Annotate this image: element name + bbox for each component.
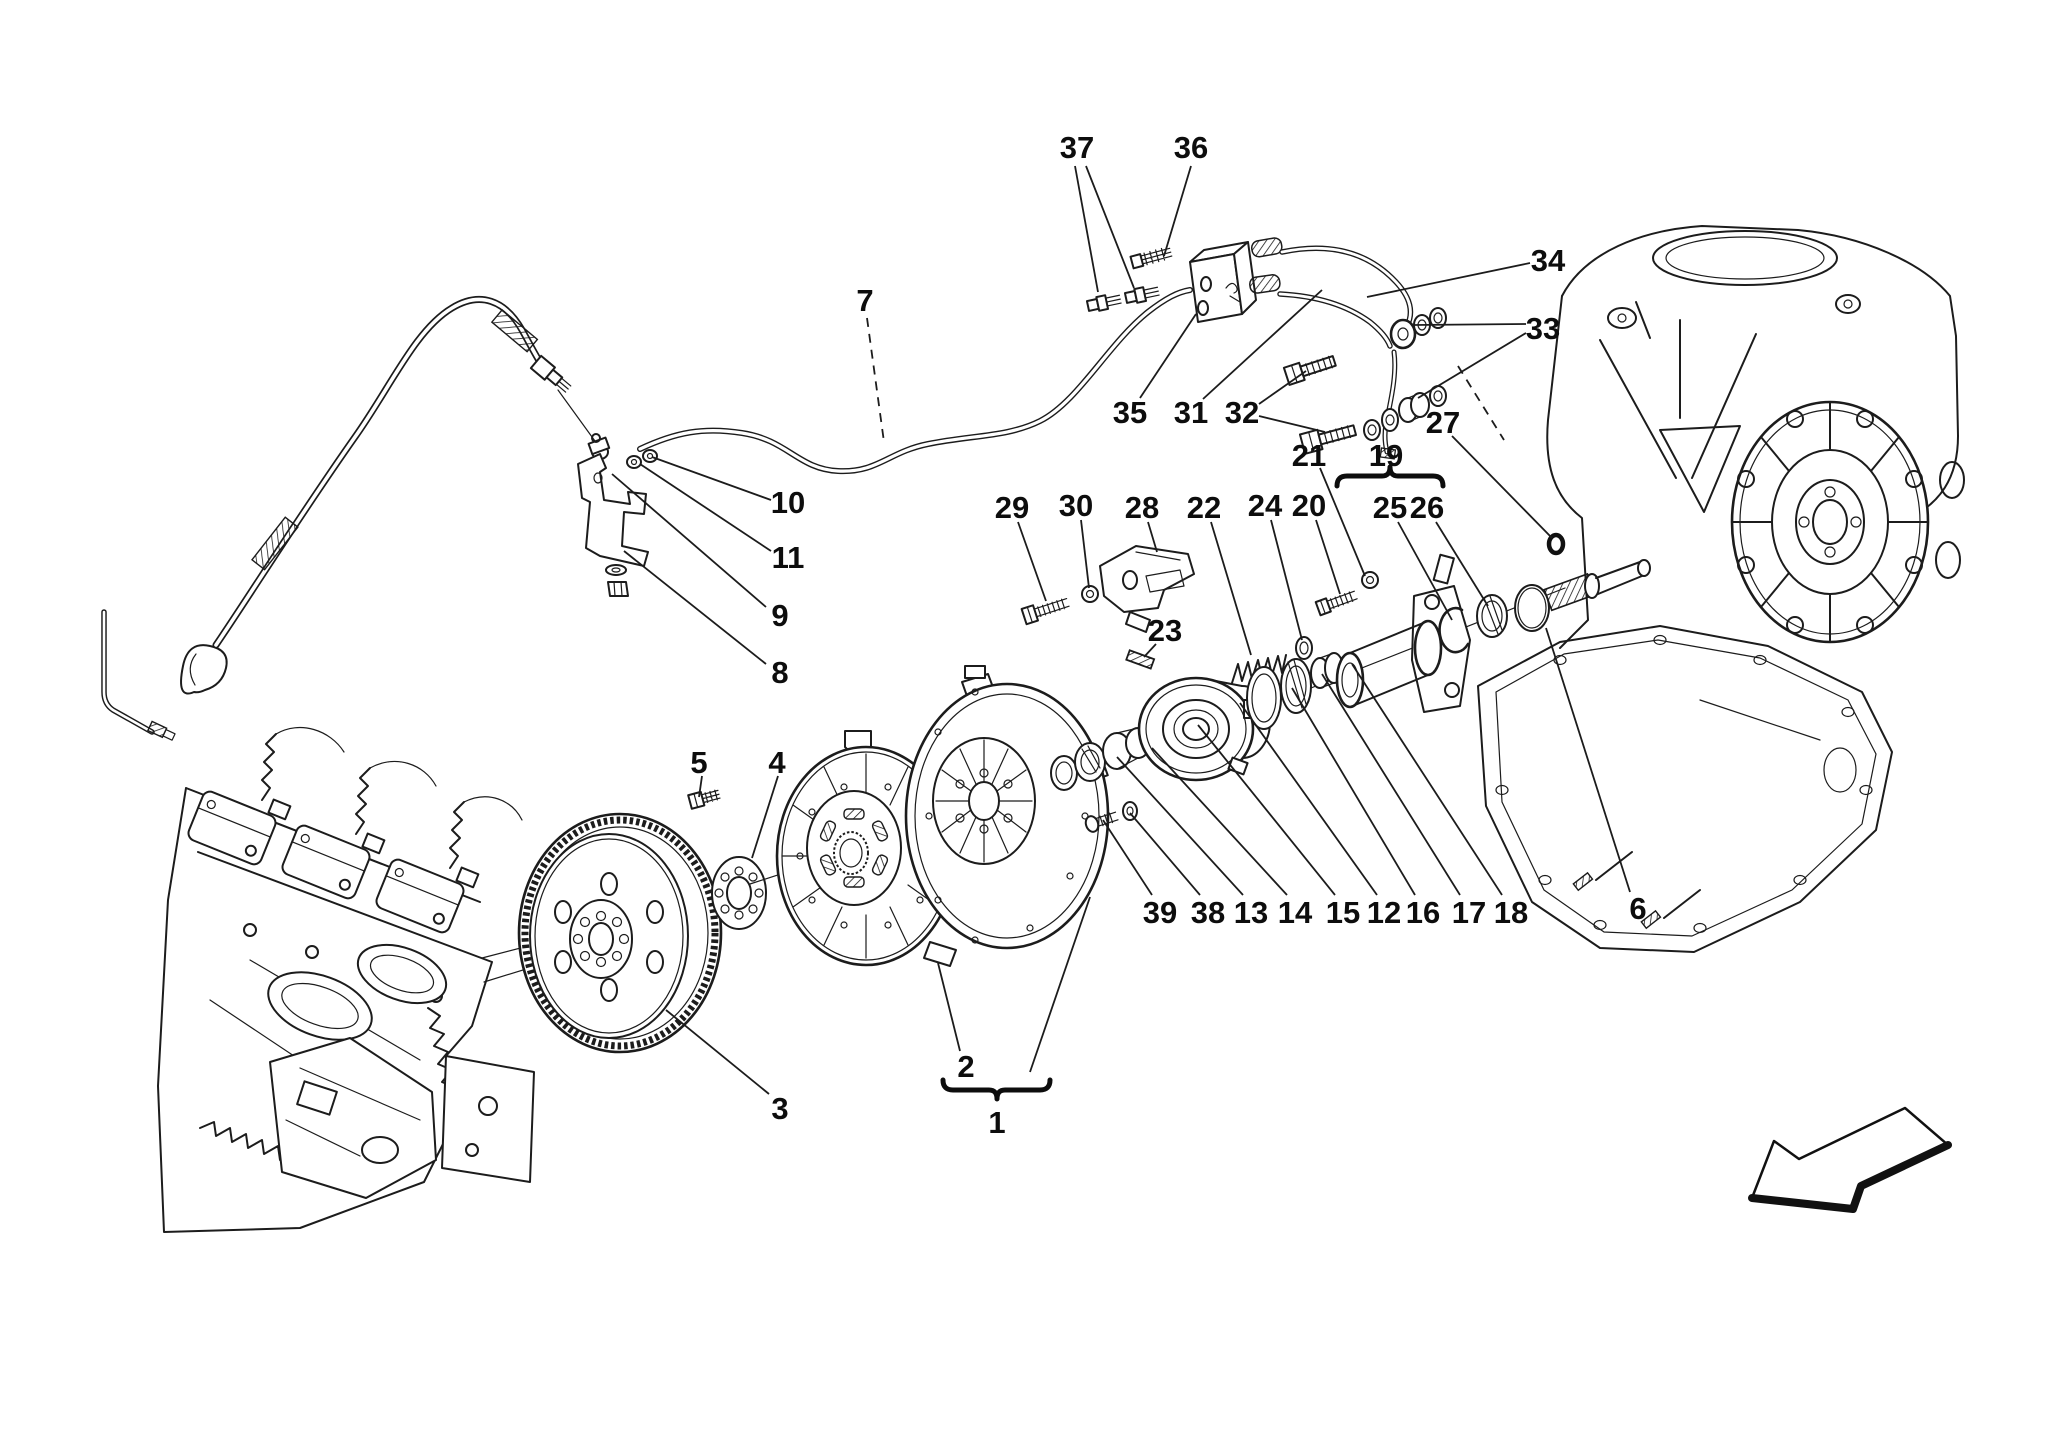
callout-1: 1 — [988, 1105, 1005, 1140]
callout-39: 39 — [1143, 895, 1177, 930]
leader-9 — [611, 473, 767, 608]
leader-32 — [1258, 370, 1307, 405]
callout-23: 23 — [1148, 613, 1182, 648]
leader-37 — [1074, 165, 1099, 293]
slave-cylinder-drawing — [1335, 553, 1651, 713]
callout-12: 12 — [1367, 895, 1401, 930]
callout-10: 10 — [771, 485, 805, 520]
clutch-pipe-drawing — [101, 287, 1193, 741]
callout-18: 18 — [1494, 895, 1528, 930]
leader-12 — [1239, 702, 1378, 896]
leader-31 — [1202, 289, 1323, 400]
callout-22: 22 — [1187, 490, 1221, 525]
leader-13 — [1116, 756, 1244, 896]
release-bearing-drawing — [1050, 587, 1566, 833]
callout-6: 6 — [1629, 891, 1646, 926]
callout-29: 29 — [995, 490, 1029, 525]
leader-39 — [1102, 819, 1153, 896]
fork-pivot-drawing — [1020, 545, 1379, 633]
leader-6 — [1545, 627, 1631, 893]
direction-arrow-icon — [1748, 1106, 1952, 1213]
callout-14: 14 — [1278, 895, 1313, 930]
leader-2 — [937, 962, 961, 1052]
leader-8 — [623, 550, 767, 665]
leader-30 — [1080, 519, 1090, 589]
leader-11 — [639, 463, 772, 552]
leader-21 — [1319, 467, 1366, 577]
callout-35: 35 — [1113, 395, 1147, 430]
callout-9: 9 — [771, 598, 788, 633]
callout-34: 34 — [1531, 243, 1566, 278]
callout-25: 25 — [1373, 490, 1407, 525]
leader-7 — [866, 317, 885, 443]
grouping-braces — [940, 464, 1446, 1102]
brace-19 — [1334, 464, 1446, 489]
leader-38 — [1129, 812, 1201, 896]
leader-15 — [1197, 724, 1336, 896]
callout-20: 20 — [1292, 488, 1326, 523]
leader-3 — [665, 1009, 770, 1095]
callout-16: 16 — [1406, 895, 1440, 930]
junction-block-drawing — [1085, 237, 1447, 460]
callout-38: 38 — [1191, 895, 1225, 930]
leader-16 — [1291, 687, 1416, 896]
leader-36 — [1163, 165, 1192, 257]
callout-27: 27 — [1426, 405, 1460, 440]
leader-24 — [1270, 519, 1303, 641]
callout-3: 3 — [771, 1091, 788, 1126]
callout-2: 2 — [957, 1049, 974, 1084]
callout-19: 19 — [1369, 438, 1403, 473]
leader-4 — [751, 775, 779, 859]
leader-17 — [1321, 673, 1461, 896]
leader-25 — [1397, 521, 1453, 621]
leader-32-1 — [1258, 415, 1326, 433]
leader-1 — [1029, 896, 1091, 1073]
callout-24: 24 — [1248, 488, 1283, 523]
callout-30: 30 — [1059, 488, 1093, 523]
leader-29 — [1017, 521, 1047, 602]
leader-27 — [1451, 435, 1553, 539]
leader-14 — [1151, 747, 1288, 896]
callout-13: 13 — [1234, 895, 1268, 930]
callout-11: 11 — [772, 540, 805, 575]
leader-37-1 — [1085, 165, 1135, 289]
flywheel-drawing — [481, 812, 723, 1054]
callout-15: 15 — [1326, 895, 1360, 930]
callout-8: 8 — [771, 655, 788, 690]
pipe-bracket-drawing — [577, 433, 658, 597]
gearbox-housing-drawing — [1457, 225, 1965, 953]
leader-18 — [1351, 663, 1503, 896]
callout-36: 36 — [1174, 130, 1208, 165]
leader-34 — [1366, 262, 1531, 298]
callout-4: 4 — [768, 745, 786, 780]
callout-17: 17 — [1452, 895, 1486, 930]
callout-7: 7 — [856, 283, 873, 318]
callout-28: 28 — [1125, 490, 1159, 525]
callout-37: 37 — [1060, 130, 1094, 165]
callout-31: 31 — [1174, 395, 1208, 430]
leader-5 — [698, 775, 703, 798]
flywheel-hub-drawing — [711, 856, 767, 930]
o-ring-part — [1546, 532, 1566, 556]
brace-1 — [940, 1077, 1053, 1102]
engine-block-drawing — [157, 726, 535, 1233]
callout-32: 32 — [1225, 395, 1259, 430]
leader-33-1 — [1417, 332, 1527, 399]
leader-20 — [1315, 519, 1341, 595]
leader-26 — [1435, 521, 1489, 607]
callout-33: 33 — [1526, 311, 1560, 346]
leader-28 — [1147, 521, 1158, 553]
pressure-plate-drawing — [904, 665, 1110, 967]
callout-21: 21 — [1292, 438, 1326, 473]
leader-10 — [651, 456, 772, 501]
leader-35 — [1139, 313, 1197, 399]
callout-26: 26 — [1410, 490, 1444, 525]
leader-22 — [1210, 521, 1252, 656]
leader-23 — [1143, 643, 1157, 658]
callout-5: 5 — [690, 745, 707, 780]
leader-33 — [1413, 323, 1527, 326]
flywheel-bolt-drawing — [687, 789, 721, 810]
